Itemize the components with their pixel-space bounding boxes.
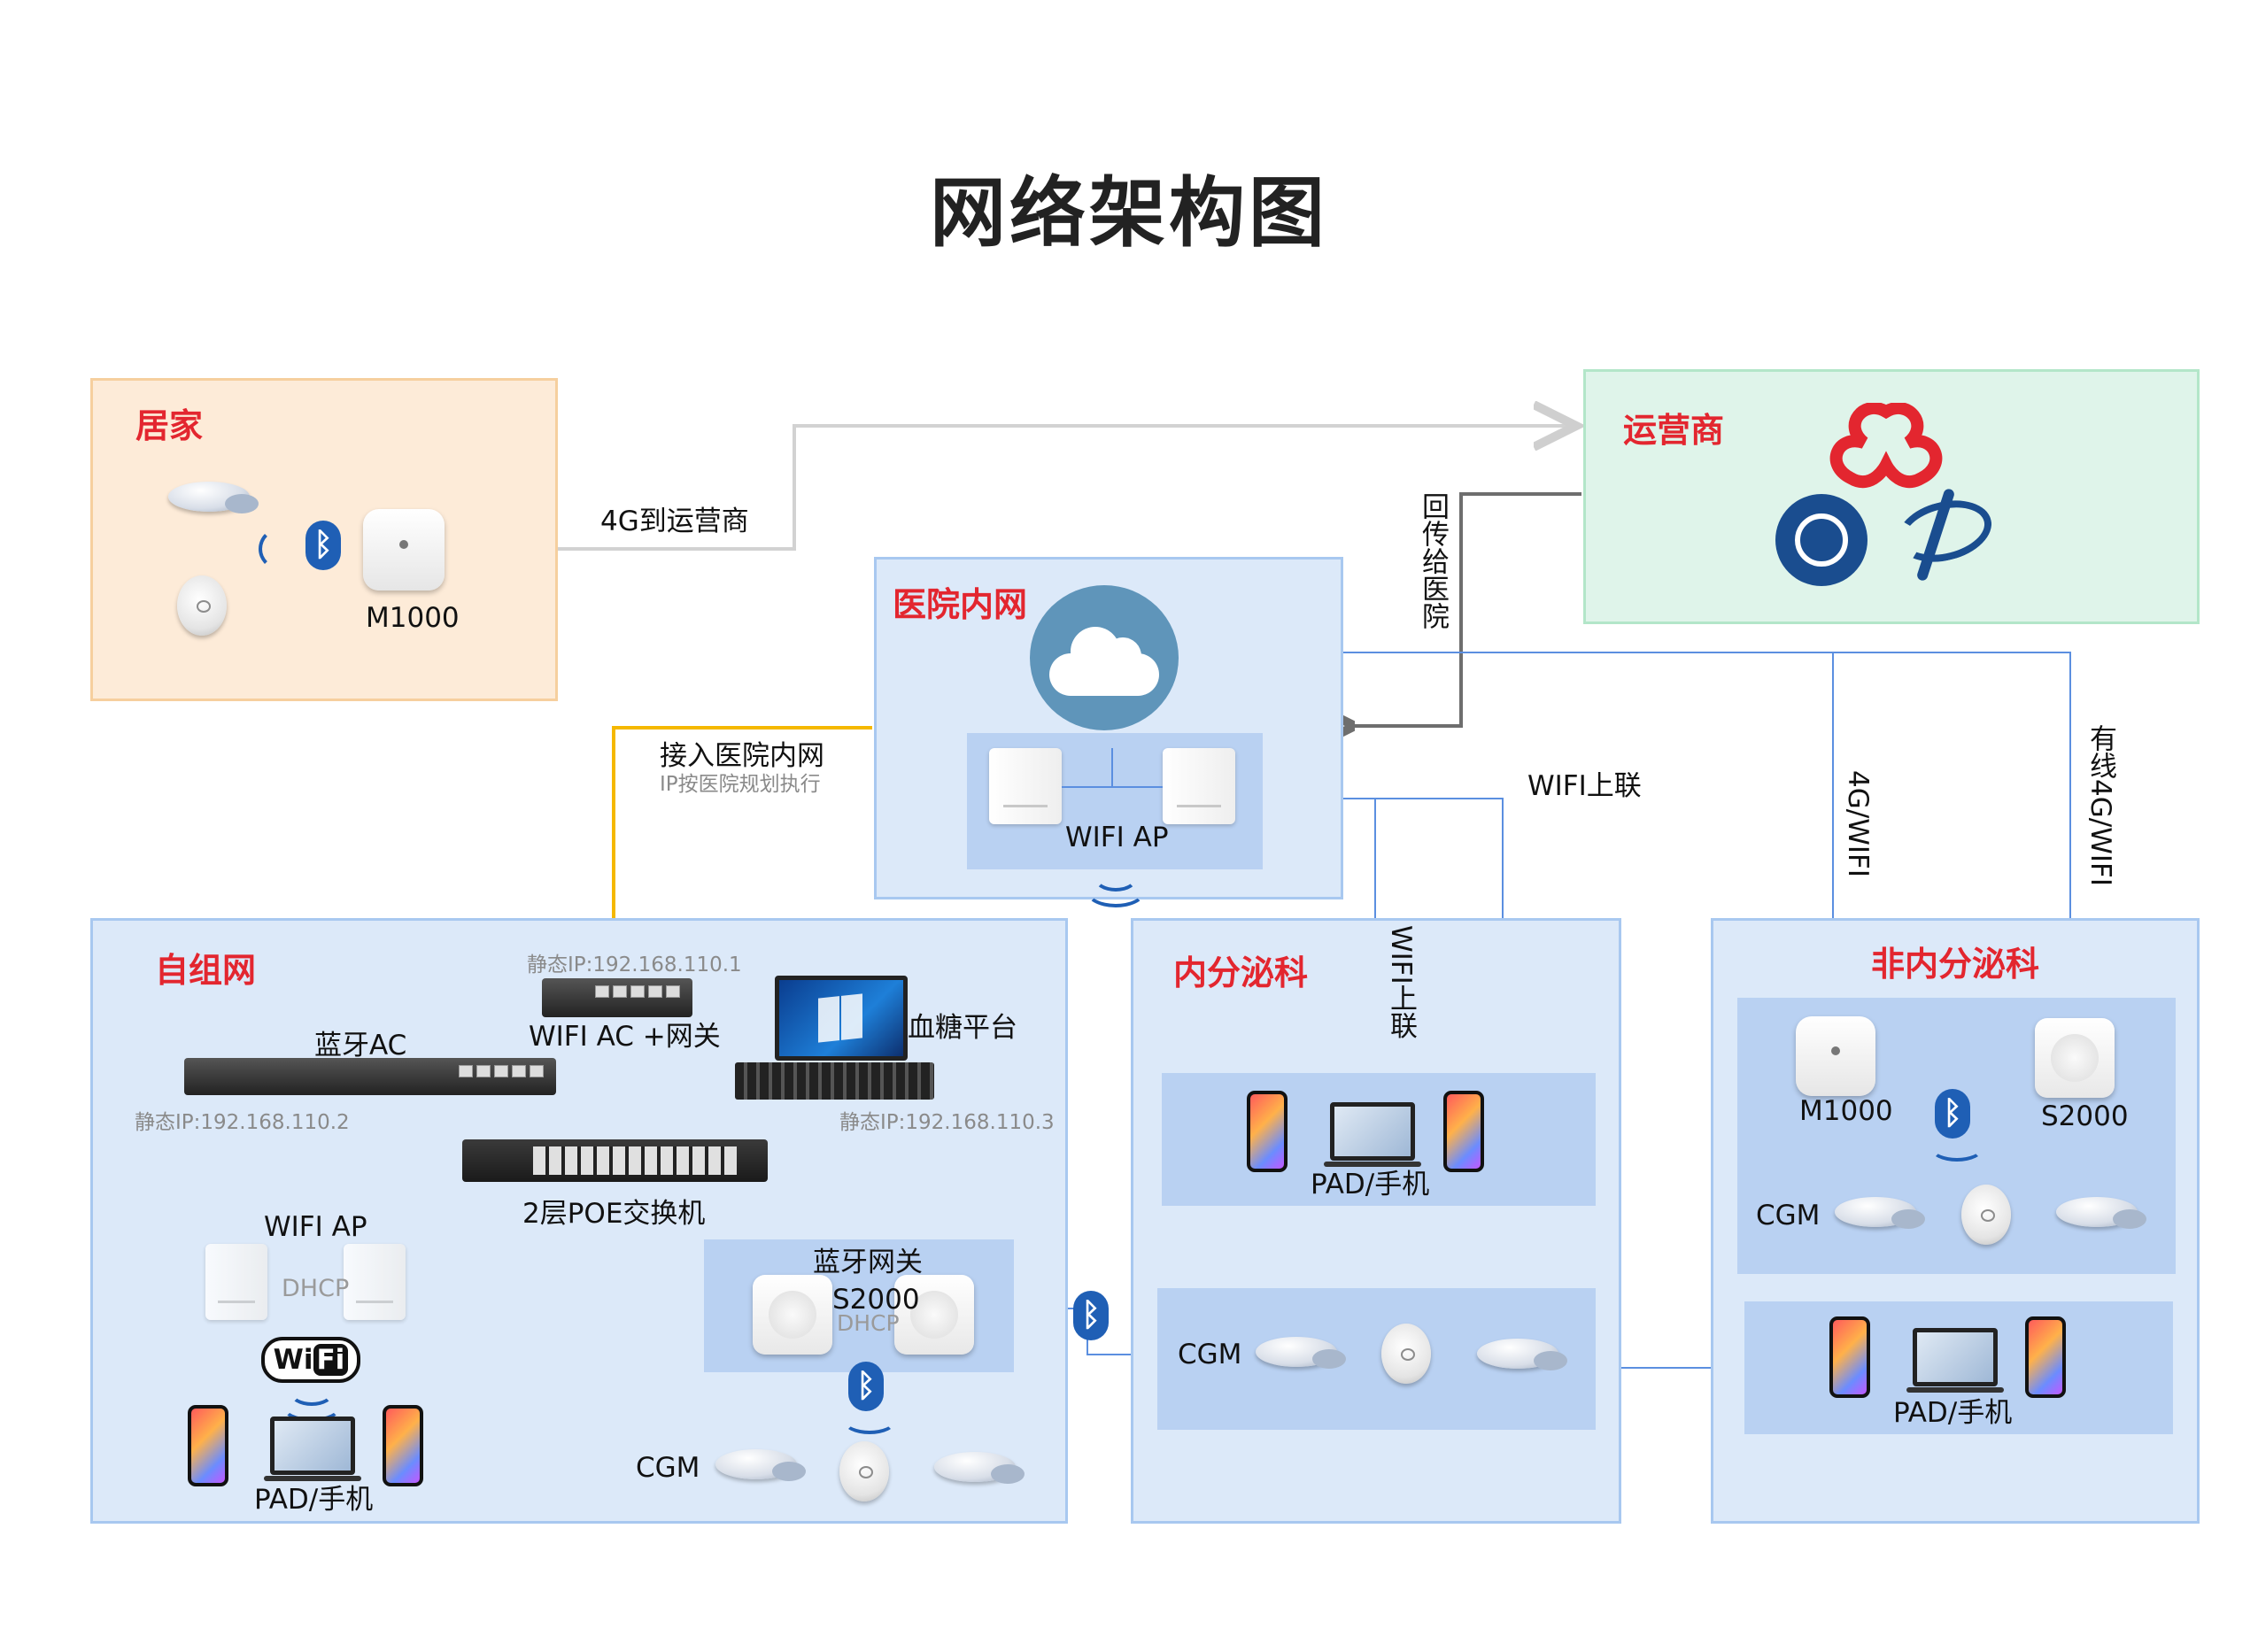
wifi-uplink-vertical-label: WIFI上联	[1385, 925, 1417, 1039]
server-icon	[735, 1062, 934, 1100]
bluetooth-icon: ᛒ	[1073, 1291, 1109, 1340]
line-operator-to-hospital	[1348, 492, 1581, 726]
dhcp-label-2: DHCP	[837, 1310, 900, 1336]
round-sensor-icon	[1961, 1185, 2011, 1245]
round-sensor-icon	[839, 1441, 889, 1501]
pad-icon	[264, 1417, 361, 1481]
static-ip-3-label: 静态IP:192.168.110.3	[839, 1111, 1055, 1134]
monitor-icon	[775, 976, 908, 1061]
zone-title-self: 自组网	[155, 951, 257, 990]
bluetooth-icon: ᛒ	[1935, 1089, 1970, 1139]
m1000-device-icon	[363, 509, 445, 591]
phone-icon	[1247, 1091, 1288, 1172]
s2000-device-icon	[753, 1275, 832, 1355]
cgm-sensor-icon	[1477, 1339, 1567, 1370]
poe-switch-label: 2层POE交换机	[522, 1198, 706, 1230]
bt-ac-device-icon	[184, 1058, 556, 1095]
phone-icon	[1443, 1091, 1484, 1172]
bluetooth-icon: ᛒ	[305, 521, 341, 570]
signal-wave-icon	[1930, 1135, 1983, 1162]
static-ip-1-label: 静态IP:192.168.110.1	[527, 953, 742, 977]
pad-icon	[1906, 1328, 2004, 1393]
wifi-uplink-label: WIFI上联	[1527, 770, 1642, 802]
round-sensor-icon	[1381, 1324, 1431, 1384]
phone-icon	[383, 1405, 423, 1486]
bt-gateway-label: 蓝牙网关	[813, 1247, 923, 1278]
m1000-device-icon	[1796, 1016, 1875, 1096]
round-sensor-icon	[177, 575, 227, 636]
join-hospital-label: 接入医院内网	[660, 740, 824, 772]
wifi-ac-gateway-icon	[542, 978, 692, 1017]
phone-icon	[2025, 1316, 2066, 1398]
nonendo-pad-phone-label: PAD/手机	[1893, 1397, 2013, 1429]
self-pad-phone-label: PAD/手机	[254, 1484, 374, 1516]
self-wifi-ap-label: WIFI AP	[264, 1211, 367, 1243]
back-to-hospital-label: 回传给医院	[1417, 492, 1449, 629]
s2000-device-icon	[2035, 1018, 2115, 1098]
zone-title-endocrine: 内分泌科	[1173, 953, 1309, 992]
china-mobile-logo-icon	[1775, 494, 1867, 586]
poe-switch-icon	[462, 1139, 768, 1182]
dhcp-label: DHCP	[282, 1275, 350, 1302]
pad-icon	[1324, 1102, 1421, 1167]
cgm-sensor-icon	[1256, 1337, 1346, 1369]
cgm-sensor-icon	[934, 1452, 1025, 1484]
cgm-sensor-icon	[2056, 1197, 2146, 1229]
cloud-icon	[1049, 627, 1159, 696]
hospital-wifi-ap-label: WIFI AP	[1065, 822, 1169, 853]
nonendo-wired-label: 有线4G/WIFI	[2084, 724, 2116, 886]
china-unicom-logo-icon	[1829, 403, 1943, 488]
endo-cgm-label: CGM	[1178, 1339, 1242, 1370]
cgm-sensor-icon	[715, 1449, 806, 1481]
wifi-ap-icon	[989, 748, 1062, 824]
static-ip-2-label: 静态IP:192.168.110.2	[135, 1111, 350, 1134]
nonendo-m1000-label: M1000	[1799, 1095, 1893, 1127]
line-home-to-operator	[447, 426, 1576, 551]
zone-title-hospital: 医院内网	[893, 585, 1028, 624]
uplink-4g-label: 4G到运营商	[600, 506, 749, 537]
nonendo-4g-wifi-label: 4G/WIFI	[1842, 770, 1874, 877]
phone-icon	[188, 1405, 228, 1486]
zone-title-non-endocrine: 非内分泌科	[1871, 945, 2040, 984]
wifi-signal-icon	[1085, 872, 1147, 907]
wifi-logo-text-b: Fi	[313, 1344, 349, 1376]
home-m1000-label: M1000	[366, 602, 460, 634]
ip-rule-label: IP按医院规划执行	[660, 773, 821, 796]
wifi-ap-icon	[1163, 748, 1235, 824]
nonendo-s2000-label: S2000	[2041, 1100, 2129, 1132]
wifi-ap-icon	[205, 1244, 267, 1320]
page-title: 网络架构图	[930, 169, 1328, 258]
wifi-ac-gateway-label: WIFI AC +网关	[529, 1021, 721, 1053]
bluetooth-icon: ᛒ	[848, 1362, 884, 1411]
signal-wave-icon	[259, 528, 301, 570]
line-cloud-to-nonendo	[1191, 652, 2071, 1018]
zone-endocrine	[1131, 918, 1621, 1524]
self-cgm-label: CGM	[636, 1452, 700, 1484]
endo-pad-phone-label: PAD/手机	[1311, 1169, 1430, 1200]
s2000-device-icon	[894, 1275, 974, 1355]
ap-link-icon	[1062, 748, 1163, 788]
s2000-self-label: S2000	[832, 1284, 920, 1316]
line-join-hospital	[612, 726, 872, 918]
zone-title-home: 居家	[135, 406, 204, 445]
phone-icon	[1829, 1316, 1870, 1398]
china-telecom-logo-icon	[1884, 482, 1999, 589]
glucose-platform-label: 血糖平台	[908, 1012, 1017, 1044]
cgm-sensor-icon	[168, 482, 259, 513]
zone-title-operator: 运营商	[1623, 411, 1725, 450]
cgm-sensor-icon	[1835, 1197, 1925, 1229]
bt-ac-label: 蓝牙AC	[314, 1030, 407, 1061]
wifi-ap-icon	[344, 1244, 406, 1320]
nonendo-cgm-label: CGM	[1756, 1200, 1821, 1231]
signal-wave-icon	[843, 1408, 896, 1434]
wifi-logo-text: Wi	[273, 1344, 313, 1376]
